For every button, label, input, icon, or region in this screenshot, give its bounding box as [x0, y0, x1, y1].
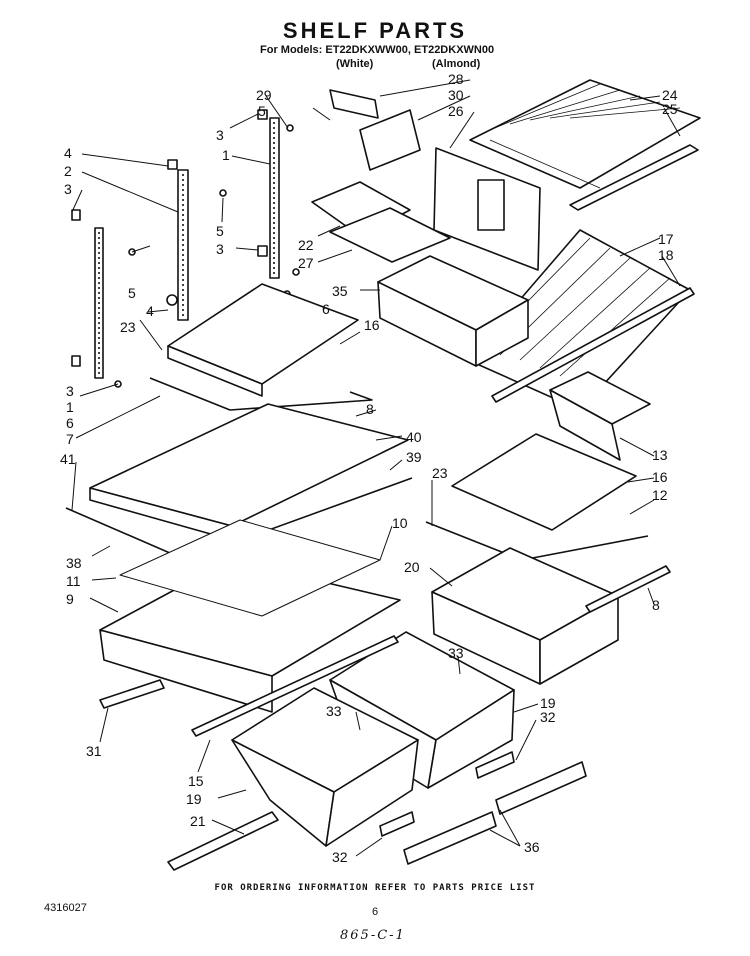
- callout-32a: 32: [540, 709, 556, 725]
- callout-31: 31: [86, 743, 102, 759]
- callout-3a: 3: [64, 181, 72, 197]
- crisper-drawer-left: [231, 687, 419, 847]
- callout-20: 20: [404, 559, 420, 575]
- callout-9: 9: [66, 591, 74, 607]
- callout-36: 36: [524, 839, 540, 855]
- callout-10: 10: [392, 515, 408, 531]
- pan-drawer: [431, 547, 619, 685]
- callout-33b: 33: [326, 703, 342, 719]
- callout-3d: 3: [66, 383, 74, 399]
- callout-19a: 19: [540, 695, 556, 711]
- callout-6a: 6: [322, 301, 330, 317]
- callout-26: 26: [448, 103, 464, 119]
- callout-3b: 3: [216, 127, 224, 143]
- page-title: SHELF PARTS: [282, 18, 468, 43]
- callout-5c: 5: [128, 285, 136, 301]
- callout-25: 25: [662, 101, 678, 117]
- callout-17: 17: [658, 231, 674, 247]
- model-list: For Models: ET22DKXWW00, ET22DKXWN00: [260, 44, 495, 56]
- callout-21: 21: [190, 813, 206, 829]
- callout-16a: 16: [364, 317, 380, 333]
- callout-38: 38: [66, 555, 82, 571]
- deli-bin: [549, 371, 651, 461]
- callout-24: 24: [662, 87, 678, 103]
- callout-4b: 4: [146, 303, 154, 319]
- callout-1a: 1: [222, 147, 230, 163]
- ladder-rail-2: [94, 227, 104, 379]
- callout-23a: 23: [120, 319, 136, 335]
- shelf-bracket: [433, 147, 541, 271]
- callout-30: 30: [448, 87, 464, 103]
- ordering-note: FOR ORDERING INFORMATION REFER TO PARTS …: [214, 883, 536, 893]
- shelf-frame-upper: [149, 377, 373, 411]
- callout-41: 41: [60, 451, 76, 467]
- callout-15: 15: [188, 773, 204, 789]
- callout-1b: 1: [66, 399, 74, 415]
- callout-7: 7: [66, 431, 74, 447]
- callout-4a: 4: [64, 145, 72, 161]
- callout-23b: 23: [432, 465, 448, 481]
- glass-shelf-upper: [167, 283, 359, 397]
- egg-tray-frame: [329, 207, 451, 263]
- callout-3c: 3: [216, 241, 224, 257]
- callout-29: 29: [256, 87, 272, 103]
- callout-8b: 8: [652, 597, 660, 613]
- callout-5b: 5: [216, 223, 224, 239]
- callout-8a: 8: [366, 401, 374, 417]
- callout-16b: 16: [652, 469, 668, 485]
- finish-white-label: (White): [336, 58, 374, 70]
- rail-clips: [71, 109, 300, 388]
- ladder-rail-3: [269, 117, 280, 279]
- shelf-frame-right: [425, 521, 649, 561]
- callout-33a: 33: [448, 645, 464, 661]
- callout-39: 39: [406, 449, 422, 465]
- callout-2: 2: [64, 163, 72, 179]
- handle: [329, 89, 379, 119]
- glass-shelf-right: [451, 433, 637, 531]
- meat-drawer: [377, 255, 529, 367]
- finish-almond-label: (Almond): [432, 58, 481, 70]
- callout-35: 35: [332, 283, 348, 299]
- callout-19b: 19: [186, 791, 202, 807]
- glass-shelf-large: [89, 403, 409, 541]
- callout-18: 18: [658, 247, 674, 263]
- upper-wire-shelf: [469, 79, 701, 211]
- callout-32b: 32: [332, 849, 348, 865]
- callout-13: 13: [652, 447, 668, 463]
- trim-pieces: [99, 565, 671, 871]
- ladder-rail-1: [177, 169, 189, 321]
- lower-wire-shelf: [467, 229, 695, 411]
- exploded-parts-diagram: 4 2 3 3 1 29 5 5 3 5 4 6 23 3 1 6 7 41 2…: [60, 71, 701, 871]
- callout-5a: 5: [258, 103, 266, 119]
- small-door: [359, 109, 421, 171]
- crisper-cover: [99, 519, 401, 713]
- callout-22: 22: [298, 237, 314, 253]
- callout-27: 27: [298, 255, 314, 271]
- handwritten-note: 865-C-1: [340, 928, 406, 943]
- document-number: 4316027: [44, 902, 87, 914]
- leader-lines: [71, 79, 681, 857]
- page-number: 6: [372, 906, 379, 918]
- callout-6b: 6: [66, 415, 74, 431]
- callout-11: 11: [66, 573, 81, 589]
- callout-12: 12: [652, 487, 668, 503]
- callout-28: 28: [448, 71, 464, 87]
- callout-40: 40: [406, 429, 422, 445]
